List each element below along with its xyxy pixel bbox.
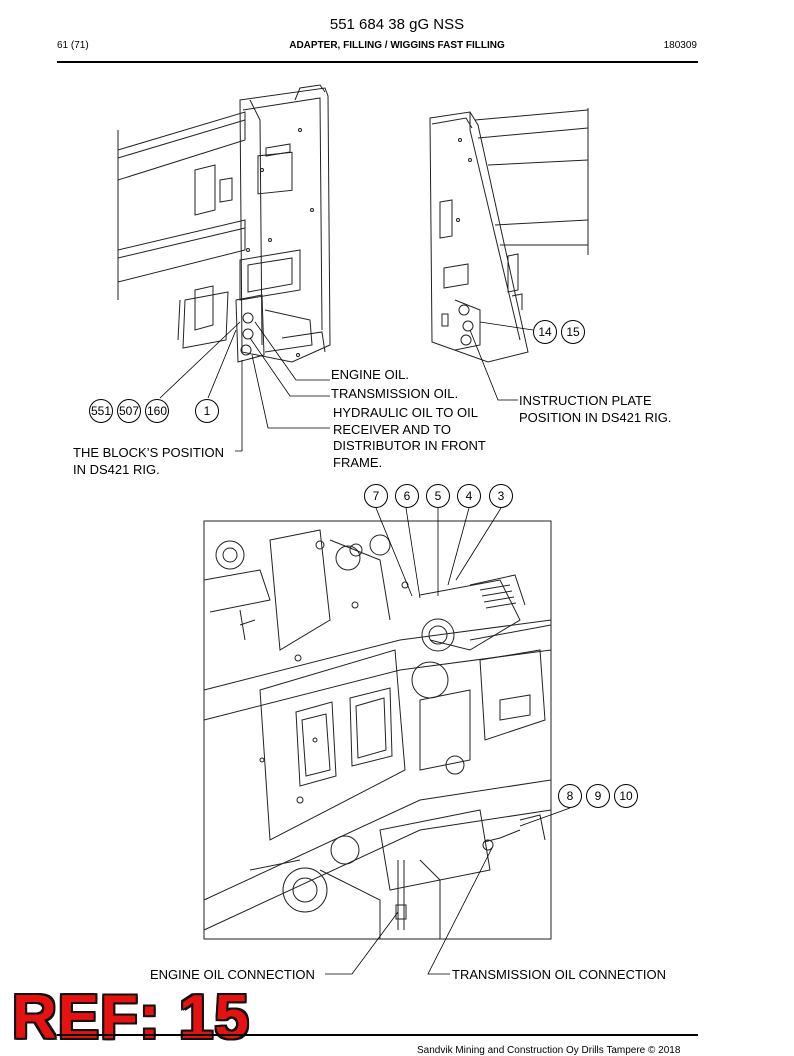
callout-14: 14 [533, 320, 557, 344]
hydraulic-oil-line4: FRAME. [333, 454, 383, 470]
callout-9: 9 [586, 784, 610, 808]
leader-lines [159, 321, 571, 975]
transmission-oil-connection-label: TRANSMISSION OIL CONNECTION [452, 967, 667, 982]
block-position-line1: THE BLOCK’S POSITION [73, 445, 224, 460]
callout-1: 1 [195, 399, 219, 423]
callout-507: 507 [117, 399, 141, 423]
machine-detail-view [203, 520, 552, 940]
hydraulic-oil-line3: DISTRIBUTOR IN FRONT [333, 438, 486, 453]
instruction-plate-label: INSTRUCTION PLATE POSITION IN DS421 RIG. [519, 393, 671, 426]
callout-160: 160 [145, 399, 169, 423]
hydraulic-oil-line2: RECEIVER AND TO [333, 421, 451, 437]
footer-rule [57, 1034, 698, 1036]
callout-8: 8 [558, 784, 582, 808]
frame-view-right [429, 108, 589, 363]
engine-oil-connection-label: ENGINE OIL CONNECTION [150, 967, 315, 982]
section-title: ADAPTER, FILLING / WIGGINS FAST FILLING [289, 40, 505, 51]
transmission-oil-label: TRANSMISSION OIL. [331, 386, 459, 401]
document-number: 551 684 38 gG NSS [329, 16, 465, 33]
callout-10: 10 [614, 784, 638, 808]
engine-oil-label: ENGINE OIL. [331, 367, 410, 382]
block-position-line2: IN DS421 RIG. [73, 461, 160, 477]
ref-stamp: REF: 15 [12, 983, 250, 1052]
header-rule [57, 61, 698, 63]
footer-copyright: Sandvik Mining and Construction Oy Drill… [417, 1045, 681, 1056]
instruction-plate-line2: POSITION IN DS421 RIG. [519, 409, 672, 425]
callout-7: 7 [364, 484, 388, 508]
callout-551: 551 [89, 399, 113, 423]
callout-15: 15 [561, 320, 585, 344]
callout-5: 5 [426, 484, 450, 508]
callout-3: 3 [489, 484, 513, 508]
block-position-label: THE BLOCK’S POSITION IN DS421 RIG. [73, 445, 224, 478]
page-number: 61 (71) [57, 40, 89, 51]
callout-6: 6 [395, 484, 419, 508]
hydraulic-oil-label: HYDRAULIC OIL TO OIL RECEIVER AND TO DIS… [333, 405, 486, 471]
instruction-plate-line1: INSTRUCTION PLATE [519, 393, 652, 408]
frame-view-left [117, 84, 331, 363]
callout-4: 4 [457, 484, 481, 508]
date-code: 180309 [663, 40, 697, 51]
hydraulic-oil-line1: HYDRAULIC OIL TO OIL [333, 405, 478, 420]
